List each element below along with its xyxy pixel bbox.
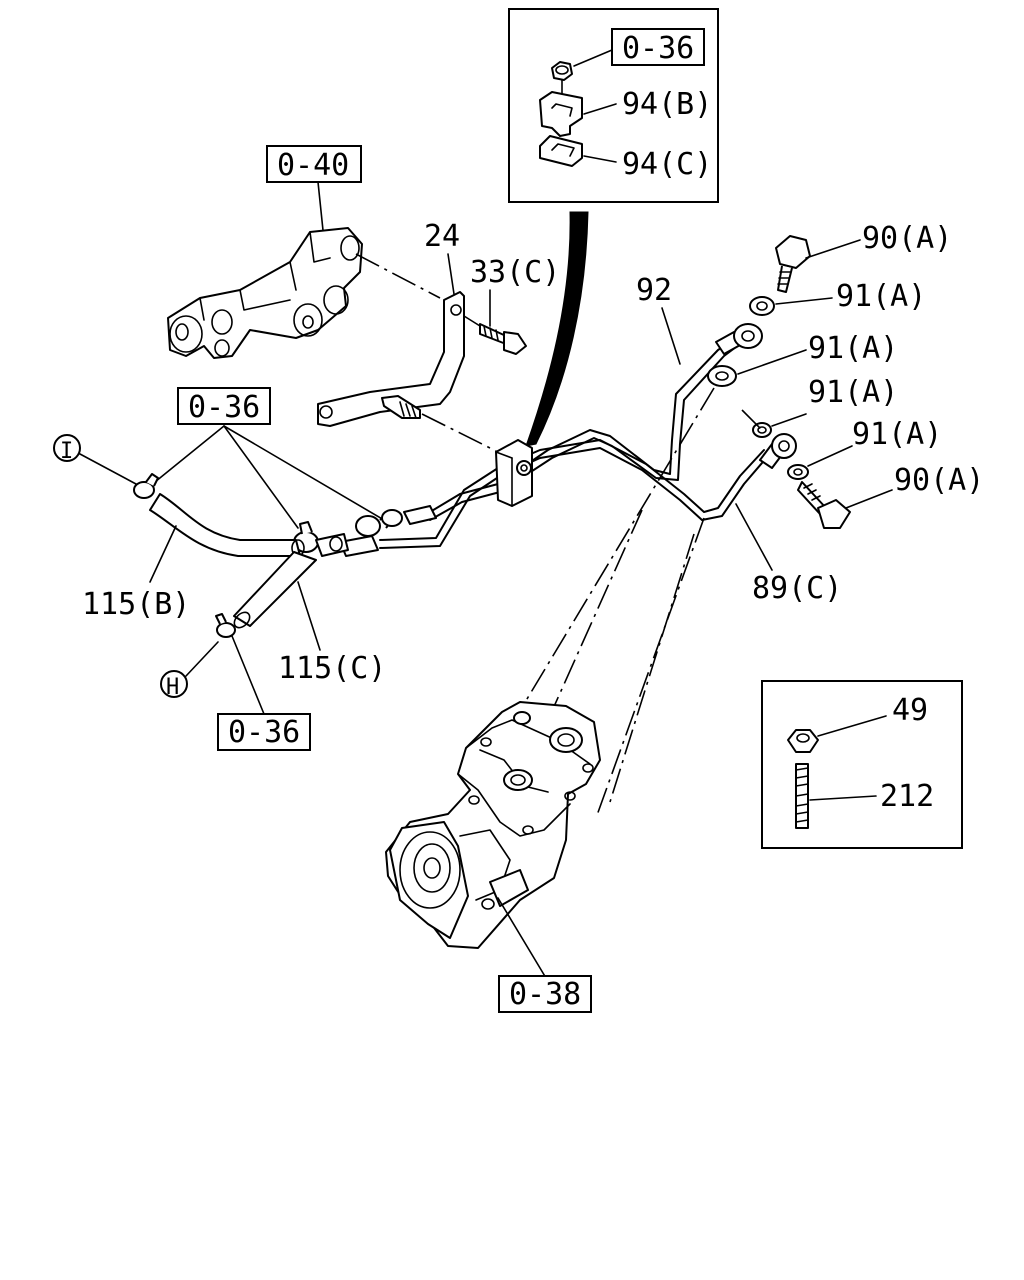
- hose-clamp-4-icon: [381, 509, 403, 527]
- ref-label-0-38: 0-38: [509, 977, 581, 1012]
- cushion-94c-icon: [539, 135, 583, 167]
- label-33c: 33(C): [470, 255, 560, 290]
- label-115c: 115(C): [278, 651, 386, 686]
- hose-clamp-3-icon: [355, 511, 395, 537]
- engine-bracket-icon: [167, 227, 363, 359]
- stay-bracket-24-icon: [317, 291, 465, 427]
- hose-115c-icon: [233, 551, 317, 629]
- label-92: 92: [636, 273, 672, 308]
- circle-marker-i: [53, 434, 81, 462]
- ref-box-0-36-inset: [611, 28, 705, 66]
- label-94b: 94(B): [622, 87, 712, 122]
- ref-label-0-36-left: 0-36: [188, 390, 260, 425]
- banjo-bolt-90a-bottom-icon: [797, 481, 851, 529]
- label-49: 49: [892, 693, 928, 728]
- label-90a-bottom: 90(A): [894, 463, 984, 498]
- label-212: 212: [880, 779, 934, 814]
- nut-icon: [551, 61, 573, 99]
- circle-marker-h: [160, 670, 188, 698]
- label-90a-top: 90(A): [862, 221, 952, 256]
- circle-label-h: H: [166, 675, 179, 700]
- inset-nut-stud: 49 212: [761, 680, 963, 849]
- circle-label-i: I: [60, 439, 73, 464]
- label-89c: 89(C): [752, 571, 842, 606]
- clip-94b-icon: [539, 91, 583, 137]
- label-91a-3: 91(A): [808, 375, 898, 410]
- label-94c: 94(C): [622, 147, 712, 182]
- washer-91a-3-icon: [752, 422, 772, 438]
- label-91a-1: 91(A): [836, 279, 926, 314]
- ref-box-0-36-bottom: [217, 713, 311, 751]
- ref-box-0-36-left: [177, 387, 271, 425]
- washer-91a-1-icon: [749, 296, 775, 316]
- bolt-33c-icon: [479, 323, 527, 355]
- washer-91a-4-icon: [787, 464, 809, 480]
- ref-label-0-40: 0-40: [277, 148, 349, 183]
- label-91a-2: 91(A): [808, 331, 898, 366]
- washer-91a-2-icon: [707, 365, 737, 387]
- label-91a-4: 91(A): [852, 417, 942, 452]
- stud-212-icon: [795, 763, 809, 829]
- ref-box-0-40: [266, 145, 362, 183]
- ref-label-0-36-inset: 0-36: [622, 31, 694, 66]
- pipe-assembly: [339, 323, 797, 557]
- label-24: 24: [424, 219, 460, 254]
- air-compressor-icon: [385, 701, 601, 949]
- ref-label-0-36-bottom: 0-36: [228, 715, 300, 750]
- pipe-clip-block-icon: [495, 439, 533, 507]
- inset-pointer: [525, 211, 589, 447]
- inset-clip-detail: 0-36 94(B) 94(C): [508, 8, 719, 203]
- label-115b: 115(B): [82, 587, 190, 622]
- hose-clamp-1-icon: [133, 473, 159, 499]
- hose-clamp-5-icon: [215, 613, 236, 638]
- banjo-bolt-90a-top-icon: [775, 235, 811, 293]
- stud-bolt-icon: [381, 395, 421, 419]
- nut-49-icon: [787, 729, 819, 753]
- ref-box-0-38: [498, 975, 592, 1013]
